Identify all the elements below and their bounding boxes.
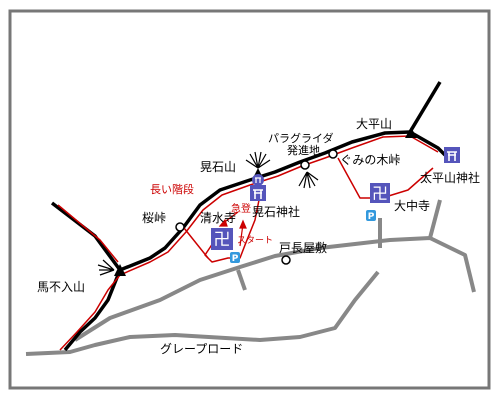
paraglider-label: パラグライダ — [268, 131, 334, 145]
svg-text:P: P — [232, 254, 239, 264]
taiheizan-peak-icon — [405, 127, 417, 138]
guminoki-toge-point-icon — [328, 149, 338, 159]
labels: 大平山 パラグライダ 発進地 ぐみの木峠 太平山神社 大中寺 晃石山 長い階段 … — [37, 117, 480, 356]
route-ridge — [59, 135, 439, 351]
viewpoint-koishiyama-icon — [245, 151, 271, 169]
taiheizan-shrine-icon — [444, 147, 460, 163]
roads — [25, 199, 476, 356]
sakura-toge-label: 桜峠 — [142, 210, 166, 225]
svg-text:P: P — [368, 212, 375, 222]
route-seisuiji — [183, 227, 209, 259]
seisuiji-label: 清水寺 — [200, 211, 236, 225]
nagai-kaidan-label: 長い階段 — [150, 182, 194, 196]
svg-text:卍: 卍 — [214, 230, 231, 250]
main-road — [73, 236, 476, 342]
taichuji-temple-icon: 卍 — [370, 183, 390, 203]
mafuiriyama-peak-icon — [114, 264, 126, 276]
arrow-long-stairs-head — [218, 218, 228, 227]
hasshinchi-label: 発進地 — [287, 143, 320, 157]
koishiyama-label: 晃石山 — [200, 160, 236, 174]
route-arrows — [218, 211, 247, 247]
waypoints — [175, 149, 338, 265]
grape-road-label: グレープロード — [160, 342, 243, 356]
svg-text:卍: 卍 — [372, 184, 388, 203]
viewpoint-icons — [97, 151, 319, 276]
tonaga-yashiki-point-icon — [281, 255, 291, 265]
parking-taichuji-icon: P — [366, 210, 376, 222]
route-mafuiri-west — [57, 204, 119, 263]
koishiyama-shrine-small-icon — [252, 174, 264, 186]
tonaga-yashiki-label: 戸長屋敷 — [279, 240, 327, 255]
road-east — [428, 199, 442, 239]
kyuto-label: 急登 — [231, 202, 251, 215]
taichuji-label: 大中寺 — [394, 198, 430, 213]
grape-road — [25, 270, 380, 356]
sakura-toge-point-icon — [175, 222, 185, 232]
guminoki-toge-label: ぐみの木峠 — [340, 152, 400, 167]
parking-start-icon: P — [230, 252, 240, 264]
trail-shrine-east — [409, 130, 447, 157]
taiheizan-label: 大平山 — [356, 117, 392, 131]
viewpoint-paraglider-icon — [298, 171, 319, 189]
mafuiriyama-label: 馬不入山 — [37, 280, 85, 294]
seisuiji-temple-icon: 卍 — [211, 228, 233, 250]
trail-taiheizan-north — [408, 81, 442, 133]
trail-main-ridge — [119, 130, 411, 272]
viewpoint-mafuiri-icon — [97, 259, 115, 276]
trail-mafuiri-south — [63, 269, 122, 352]
trail-mafuiri-west — [50, 201, 122, 272]
taiheizan-jinja-label: 太平山神社 — [420, 170, 480, 185]
map-frame — [8, 9, 491, 390]
start-label: スタート — [237, 235, 273, 246]
koishi-shrine-icon — [250, 185, 266, 201]
road-tonaga — [236, 269, 247, 291]
arrow-up-steep-head — [239, 219, 247, 229]
paraglider-point-icon — [300, 160, 310, 170]
koishi-jinja-label: 晃石神社 — [252, 204, 300, 219]
